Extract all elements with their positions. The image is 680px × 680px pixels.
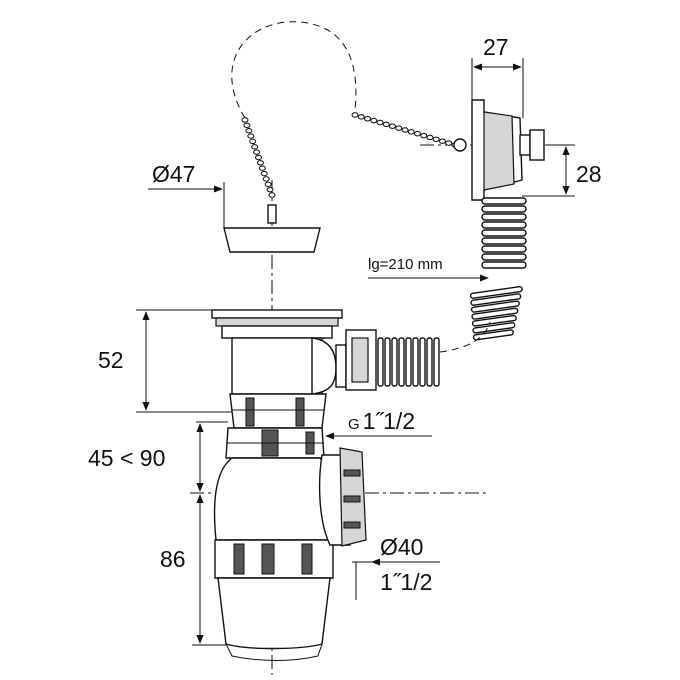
waste-height-label: 52 [98,347,124,373]
waste-nut [229,393,327,429]
connector-rib [426,337,433,387]
chain-dashed-arc [231,21,357,119]
chain-bead [370,117,378,124]
plug-diameter-label: Ø47 [152,161,195,187]
hose-ring [471,314,517,327]
chain-bead [389,123,396,129]
hose-ring [470,300,520,313]
overflow-width-label: 27 [483,34,509,60]
connector-rib [412,337,419,387]
overflow-width-dimension: 27 [471,34,524,118]
overflow-hose [469,197,527,341]
trap-height-dimension: 86 [160,494,226,646]
hose-length-label: lg=210 mm [368,256,443,273]
chain-bead [357,114,365,120]
hose-ring [470,293,522,306]
adjust-range-label: 45 < 90 [88,445,165,471]
chain-bead [251,144,259,150]
chain-bead [256,160,264,166]
height-52-dimension: 52 [98,309,232,413]
hose-ring [481,221,527,229]
chain-bead [268,192,276,198]
chain-links [241,112,459,198]
bottle-trap [213,457,334,661]
chain-bead [243,122,251,129]
hose-ring [481,229,527,237]
hose-ring [469,286,523,299]
overflow-connector [377,337,440,387]
hose-ring [481,253,527,261]
hose-ring [481,261,527,269]
connector-rib [398,337,405,387]
chain-bead [364,116,371,122]
hose-ring [481,197,527,205]
chain-bead [420,132,428,139]
chain-bead [262,176,270,182]
chain-bead [247,133,255,139]
chain-bead [249,138,257,145]
chain-bead [426,134,434,141]
adjust-range-dimension: 45 < 90 [88,421,228,492]
chain-bead [253,149,261,155]
chain-bead [401,127,409,133]
connector-rib [405,337,412,387]
chain-bead [414,131,421,137]
chain-bead [241,117,249,123]
outlet-thread-label: 1˝1/2 [380,569,432,595]
chain-bead [439,138,446,144]
sink-plug [223,204,321,253]
hose-ring [481,213,527,221]
hose-ring [481,205,527,213]
trap-height-label: 86 [160,546,186,572]
chain-bead [376,119,384,126]
chain-bead [407,129,415,135]
chain-bead [260,170,268,177]
chain-bead [266,186,274,193]
connector-rib [391,337,398,387]
hose-ring [481,245,527,253]
connector-rib [377,337,384,387]
hose-ring [472,322,516,334]
trap-outlet [318,447,367,547]
connector-rib [419,337,426,387]
hose-ring [471,307,519,320]
hose-ring [481,237,527,245]
chain-bead [245,128,253,134]
chain-bead [445,140,453,146]
overflow-height-dimension: 28 [522,144,602,197]
hose-ring [472,329,514,341]
chain-bead [264,181,272,187]
outlet-callout: Ø40 1˝1/2 [352,534,440,600]
chain-bead [395,125,403,131]
overflow-head [453,99,545,201]
trap-nut [225,427,325,459]
outlet-diameter-label: Ø40 [380,534,423,560]
plug-diameter-dimension: Ø47 [148,161,225,228]
chain-bead [382,121,390,128]
overflow-hose-dashed [439,321,491,353]
waste-body [211,309,377,395]
chain-bead [258,165,266,171]
connector-rib [433,337,440,387]
chain-bead [432,136,440,143]
connector-rib [384,337,391,387]
chain-bead [351,112,359,118]
chain-bead [255,154,262,161]
overflow-height-label: 28 [576,161,602,187]
hose-length-callout: lg=210 mm [368,256,489,282]
